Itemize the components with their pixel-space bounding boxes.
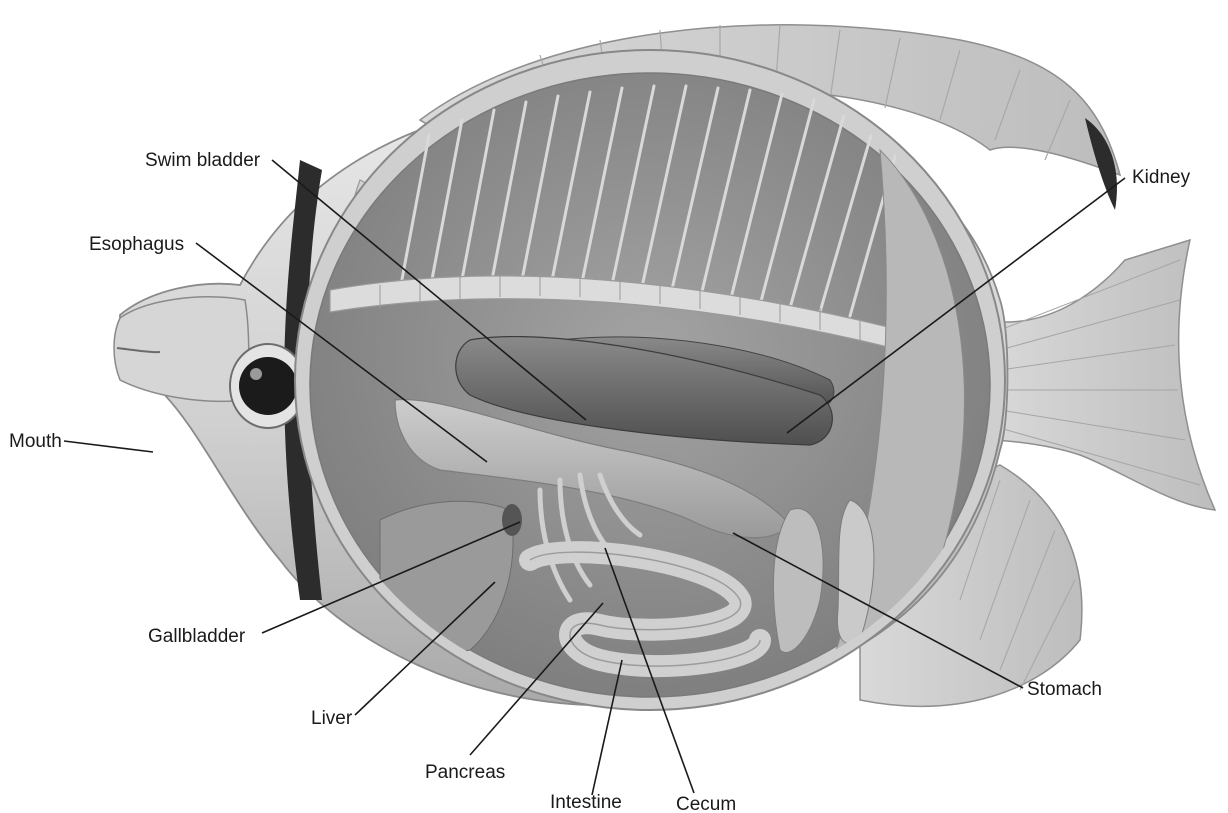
label-stomach: Stomach (1027, 679, 1102, 700)
gallbladder (502, 504, 522, 536)
mouth-leader (64, 441, 153, 452)
label-cecum: Cecum (676, 794, 736, 813)
label-gallbladder: Gallbladder (148, 626, 246, 647)
label-kidney: Kidney (1132, 167, 1191, 188)
fish-snout (114, 297, 249, 401)
label-swim-bladder: Swim bladder (145, 150, 261, 171)
label-mouth: Mouth (9, 431, 62, 452)
label-esophagus: Esophagus (89, 234, 184, 255)
eye (239, 357, 297, 415)
label-pancreas: Pancreas (425, 762, 505, 783)
label-intestine: Intestine (550, 792, 622, 813)
tail-fin (985, 240, 1215, 510)
eye-highlight (250, 368, 262, 380)
label-liver: Liver (311, 708, 353, 729)
